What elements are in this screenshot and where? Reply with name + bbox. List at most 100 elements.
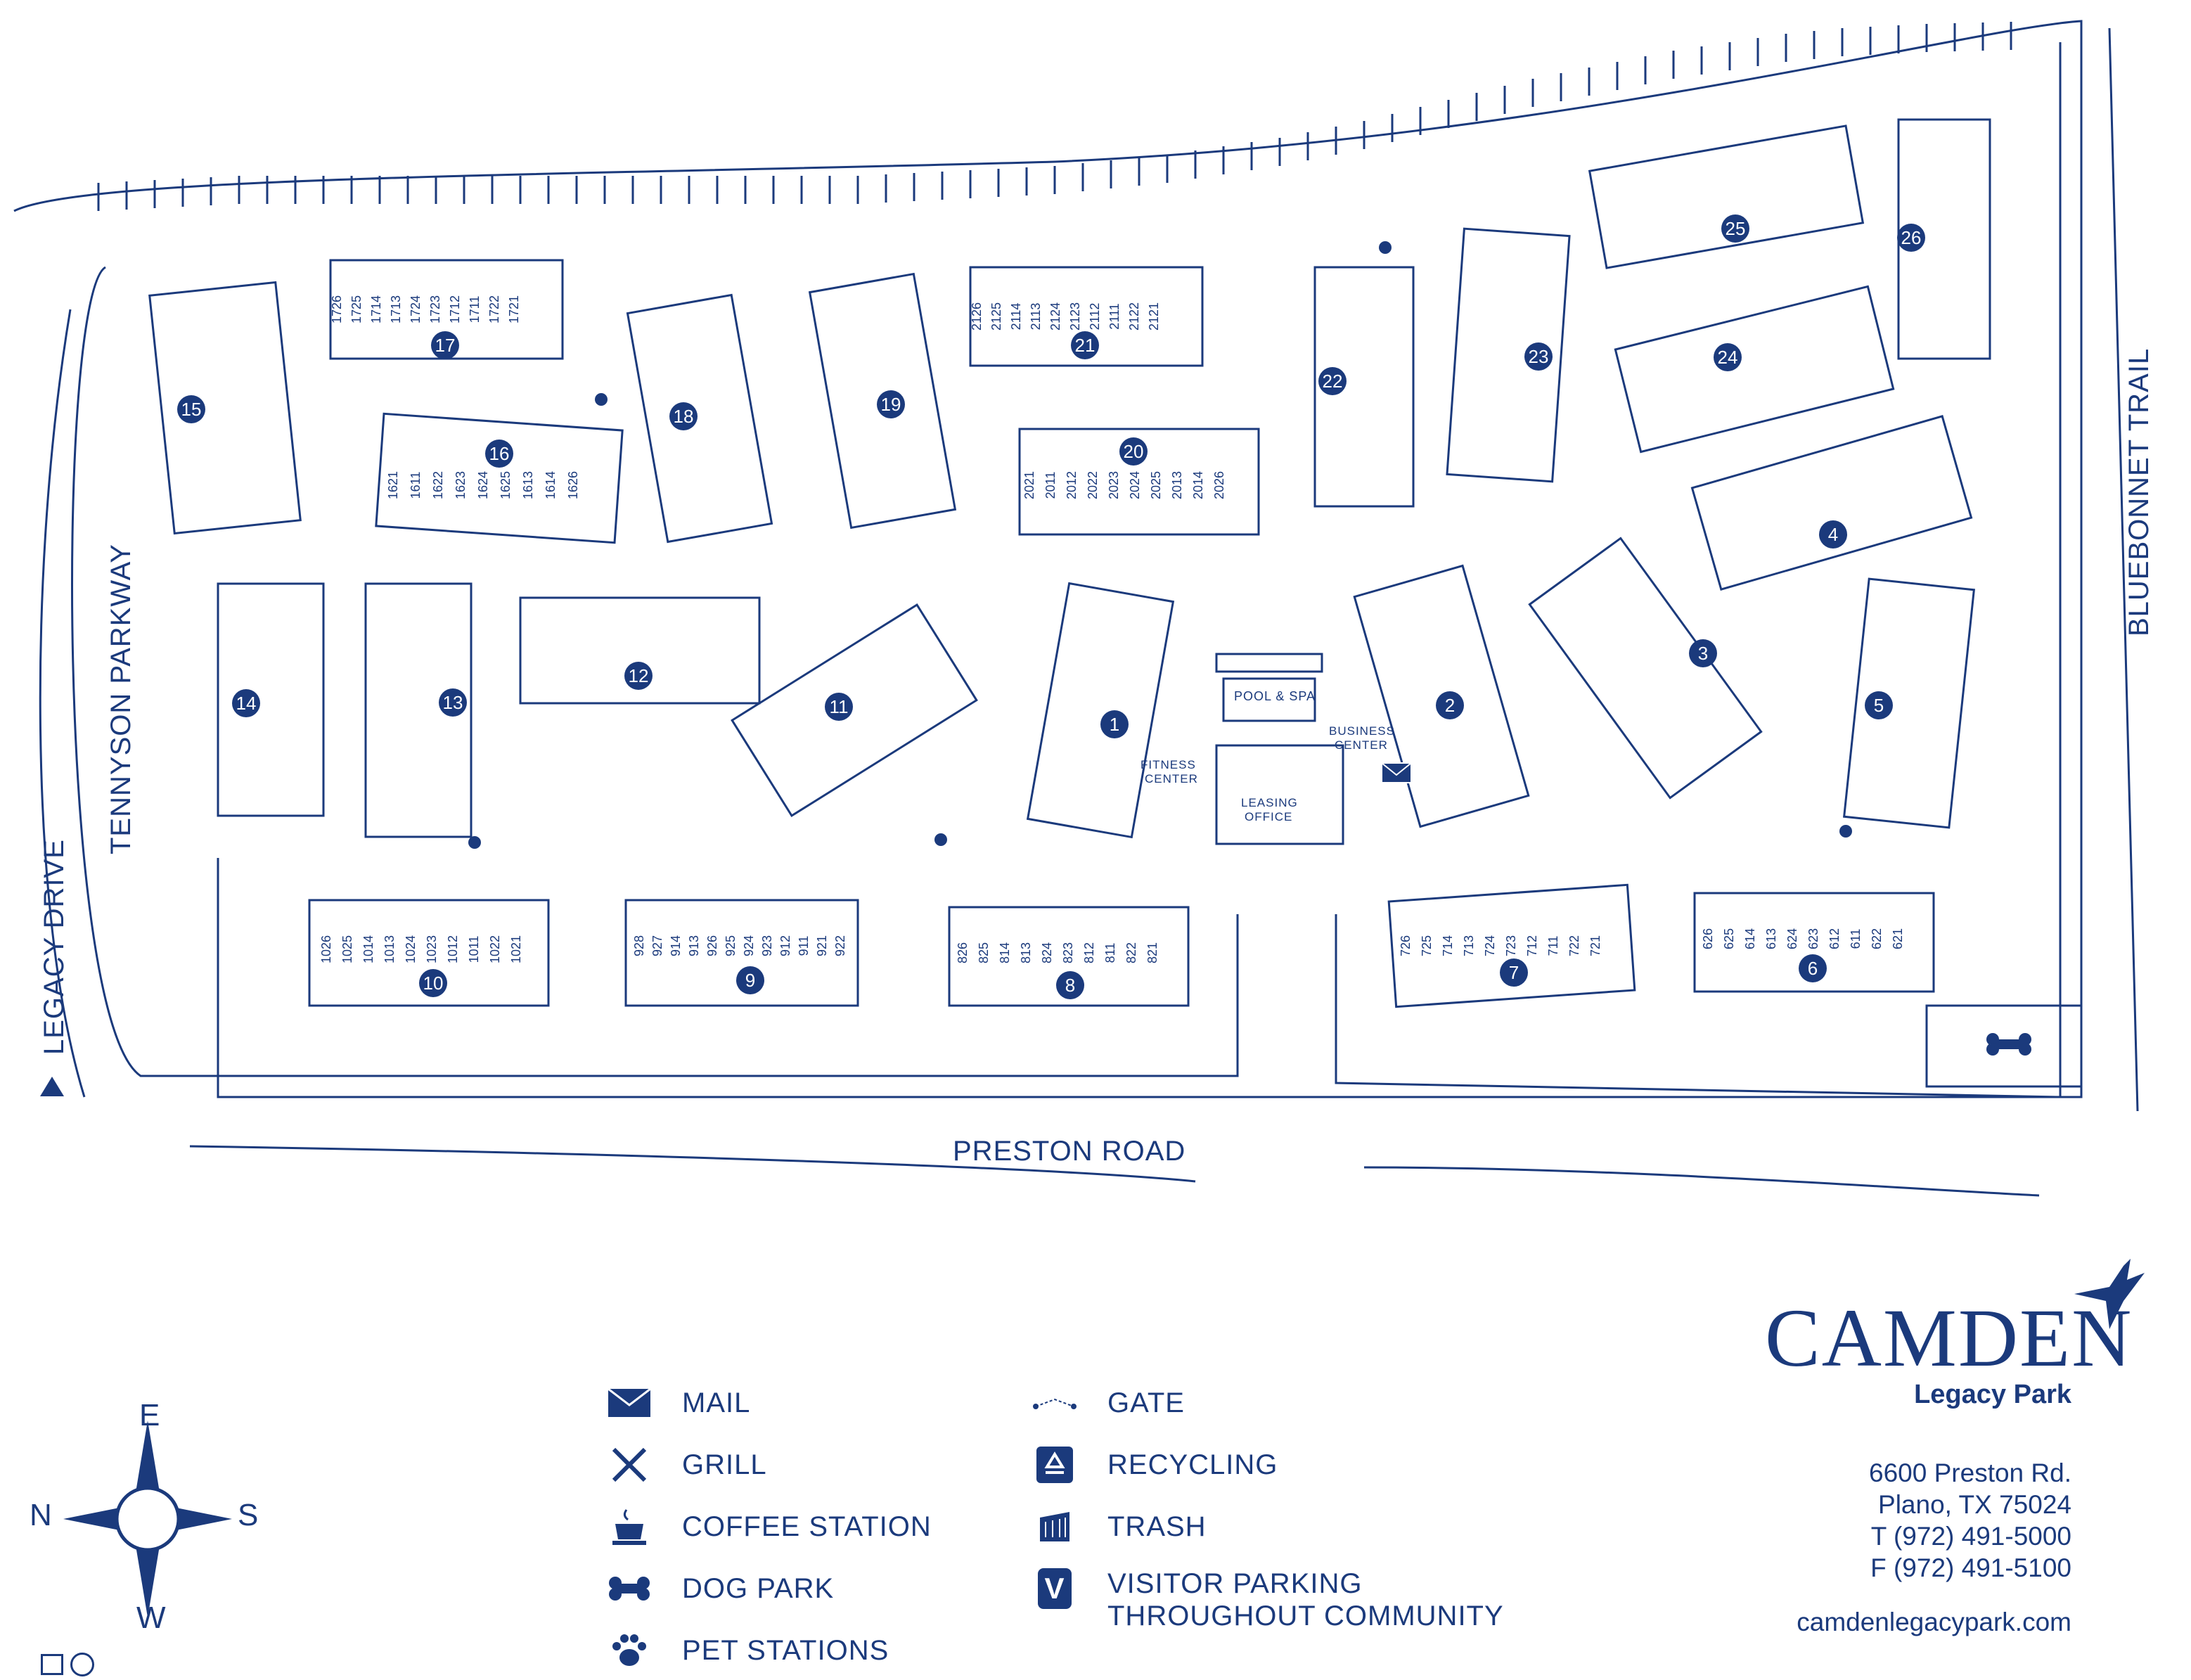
paw-print-icon [605, 1629, 654, 1672]
legend-pet-stations: PET STATIONS [605, 1629, 889, 1672]
unit-number: 1013 [383, 935, 397, 963]
bldg-19-footprint [808, 272, 957, 530]
website-link[interactable]: camdenlegacypark.com [1797, 1608, 2071, 1636]
unit-number: 1014 [361, 935, 375, 963]
leasing-building [1215, 744, 1344, 845]
legend-gate: GATE [1030, 1382, 1185, 1424]
inner-loop-road [71, 266, 1239, 1077]
bluebonnet-trail-label: BLUEBONNET TRAIL [2123, 347, 2154, 636]
bldg-11-footprint [731, 603, 978, 818]
unit-number: 1021 [509, 935, 523, 963]
building-number-label: 3 [1698, 643, 1708, 664]
unit-number: 1026 [319, 935, 333, 963]
recycling-icon [1030, 1444, 1079, 1486]
unit-number: 2124 [1048, 302, 1062, 331]
building-marker [1799, 954, 1827, 982]
grill-tools-icon [605, 1444, 654, 1486]
unit-number: 721 [1588, 935, 1602, 956]
unit-number: 1724 [409, 295, 423, 323]
compass-east-label: E [139, 1398, 160, 1432]
unit-number: 822 [1124, 942, 1138, 963]
fitness-label-2: CENTER [1145, 772, 1198, 786]
bldg-6-footprint [1693, 892, 1935, 993]
building-number-label: 25 [1726, 218, 1746, 239]
bldg-20-footprint [1018, 428, 1260, 536]
unit-number: 1712 [448, 295, 462, 323]
unit-number: 1726 [330, 295, 344, 323]
unit-number: 626 [1701, 928, 1715, 949]
unit-number: 2012 [1065, 471, 1079, 499]
coffee-cup-icon [605, 1506, 654, 1548]
unit-number: 927 [650, 935, 664, 956]
unit-number: 714 [1441, 935, 1455, 956]
building-number-label: 17 [435, 335, 456, 356]
unit-number: 2011 [1043, 472, 1058, 499]
bldg-10-footprint [308, 899, 550, 1007]
compass-north-label: N [30, 1498, 52, 1532]
compass-rose: E N S W [30, 1398, 260, 1635]
unit-number: 711 [1546, 936, 1560, 956]
unit-number: 825 [977, 942, 991, 963]
unit-number: 813 [1019, 942, 1033, 963]
paw-icon [595, 393, 608, 406]
unit-number: 621 [1891, 928, 1905, 949]
bldg-21-footprint [969, 266, 1204, 367]
bldg-15-footprint [148, 281, 302, 535]
address-block: 6600 Preston Rd. Plano, TX 75024 T (972)… [1869, 1457, 2071, 1584]
legacy-direction-arrow-icon [40, 1077, 64, 1096]
bldg-9-footprint [624, 899, 859, 1007]
unit-number: 826 [956, 942, 970, 963]
unit-number: 1722 [487, 295, 501, 323]
paw-icon [1839, 825, 1852, 838]
unit-number: 928 [632, 935, 646, 956]
bldg-25-footprint [1588, 124, 1865, 269]
bldg-3-footprint [1528, 537, 1763, 800]
building-number-label: 2 [1445, 695, 1455, 716]
legend-recycling: RECYCLING [1030, 1444, 1278, 1486]
unit-number: 2126 [970, 302, 984, 331]
building-number-label: 21 [1075, 335, 1096, 356]
map-mail-icon [1381, 762, 1412, 783]
unit-number: 2023 [1107, 471, 1121, 499]
unit-number: 2111 [1107, 303, 1122, 329]
building-number-label: 15 [181, 399, 202, 420]
building-marker [736, 966, 764, 994]
unit-number: 1725 [349, 295, 364, 323]
unit-number: 624 [1785, 928, 1799, 949]
visitor-parking-line-1: VISITOR PARKING [1107, 1568, 1363, 1599]
pool-label: POOL & SPA [1234, 689, 1316, 703]
preston-road-label: PRESTON ROAD [953, 1136, 1186, 1167]
building-marker [1819, 520, 1847, 549]
unit-number: 2025 [1149, 471, 1163, 499]
legacy-drive-label: LEGACY DRIVE [39, 839, 70, 1055]
building-number-label: 1 [1110, 714, 1119, 735]
business-label-1: BUSINESS [1329, 724, 1395, 738]
unit-number: 625 [1722, 928, 1736, 949]
unit-number: 914 [669, 935, 683, 956]
brand-name: CAMDEN [1765, 1292, 2133, 1384]
legend-trash: TRASH [1030, 1506, 1207, 1548]
building-marker [1056, 971, 1084, 999]
building-marker [485, 440, 513, 468]
bldg-2-footprint [1353, 564, 1530, 828]
unit-number: 921 [815, 935, 829, 956]
unit-number: 1621 [386, 471, 400, 499]
map-pet-stations [468, 241, 1852, 849]
building-marker [825, 693, 853, 721]
building-number-label: 9 [745, 970, 755, 991]
unit-number: 2026 [1212, 471, 1226, 499]
bldg-8-footprint [948, 906, 1190, 1007]
building-marker [1721, 214, 1749, 243]
building-number-label: 22 [1323, 371, 1343, 392]
unit-number: 812 [1082, 942, 1096, 963]
fax-number: F (972) 491-5100 [1870, 1553, 2071, 1582]
bldg-12-footprint [519, 596, 761, 705]
building-number-label: 24 [1718, 347, 1738, 368]
gate-icon [1030, 1382, 1079, 1424]
building-marker [177, 395, 205, 423]
building-marker [1071, 331, 1099, 359]
compass-rose-icon [63, 1421, 232, 1617]
unit-number: 824 [1040, 942, 1054, 963]
north-parking [97, 22, 2012, 211]
legend-dog-park: DOG PARK [605, 1567, 834, 1610]
